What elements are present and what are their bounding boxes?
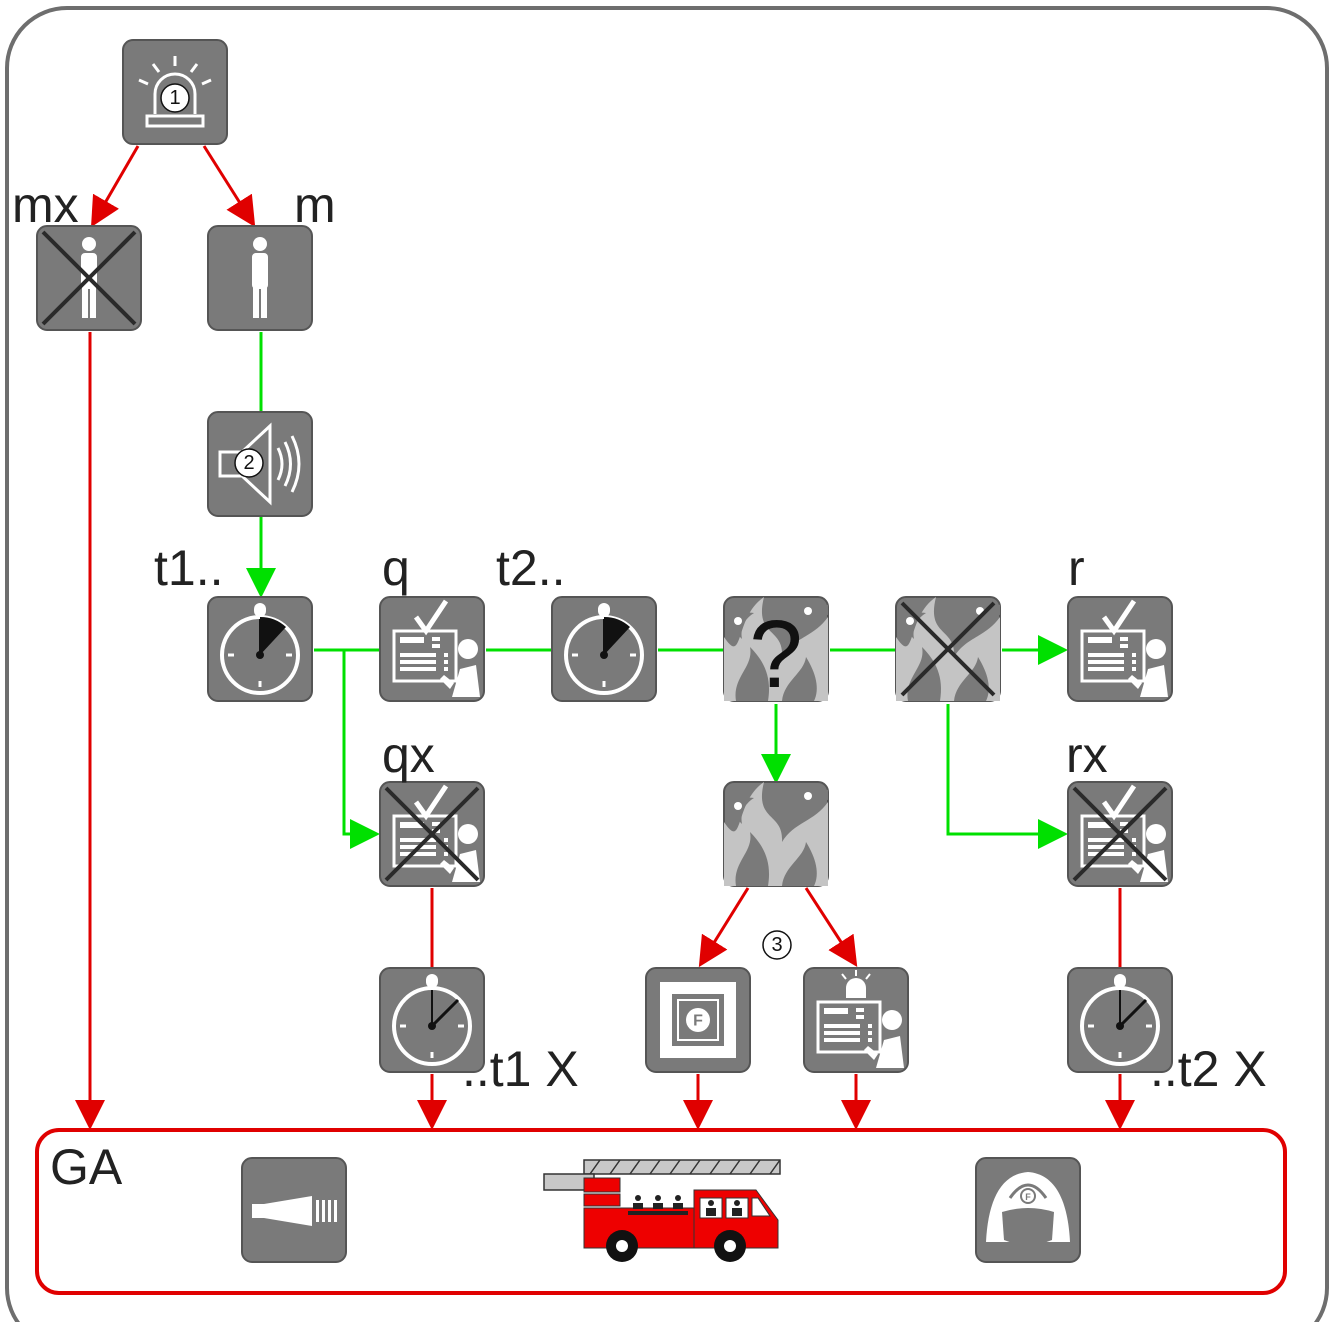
label-t2-end: ..t2 X <box>1150 1041 1267 1097</box>
firefighter-node: F <box>975 1157 1081 1263</box>
timer-t1-node <box>207 596 313 702</box>
fire-confirmed-node <box>723 781 829 887</box>
fire-panel-node: F <box>645 967 751 1073</box>
svg-text:F: F <box>693 1013 703 1030</box>
marker-1: 1 <box>160 83 190 113</box>
arrow-alarm-to-mx <box>90 145 140 228</box>
svg-text:?: ? <box>749 601 802 708</box>
no-reset-rx-node <box>1067 781 1173 887</box>
person-present-node <box>207 225 313 331</box>
label-r: r <box>1068 540 1085 596</box>
timeout-t1-node <box>379 967 485 1073</box>
fire-panel-icon: F <box>660 982 736 1058</box>
label-m: m <box>294 177 336 233</box>
svg-text:1: 1 <box>169 87 180 109</box>
ga-group-frame <box>35 1128 1287 1295</box>
person-icon <box>252 237 268 318</box>
outer-frame <box>5 6 1329 1322</box>
label-rx: rx <box>1066 727 1108 783</box>
fire-truck-icon <box>543 1159 781 1262</box>
firefighter-helmet-icon: F <box>986 1172 1070 1245</box>
no-fire-node <box>895 596 1001 702</box>
label-t2-start: t2.. <box>496 540 565 596</box>
arrow-t1-to-qx <box>342 650 380 849</box>
ack-q-node <box>379 596 485 702</box>
arrow-fire-to-alarmpanel <box>804 887 858 968</box>
svg-text:F: F <box>1025 1192 1031 1202</box>
explore-node: ? <box>723 596 829 708</box>
reset-r-node <box>1067 596 1173 702</box>
marker-3: 3 <box>762 930 792 960</box>
beacon-icon <box>138 56 212 128</box>
flame-question-icon: ? <box>724 597 828 708</box>
alarm-panel-node <box>803 967 909 1073</box>
panel-beacon-icon <box>816 970 906 1070</box>
label-t1-end: ..t1 X <box>462 1041 579 1097</box>
connectors <box>75 145 1135 1130</box>
label-t1-start: t1.. <box>154 540 223 596</box>
person-crossed-icon <box>41 230 137 326</box>
speaker-icon <box>218 422 301 506</box>
arrow-nofire-to-rx <box>946 704 1068 849</box>
horn-node <box>241 1157 347 1263</box>
label-ga: GA <box>50 1139 123 1195</box>
label-mx: mx <box>12 177 79 233</box>
no-ack-qx-node <box>379 781 485 887</box>
horn-icon <box>252 1196 337 1226</box>
svg-text:2: 2 <box>243 452 254 474</box>
label-q: q <box>382 540 410 596</box>
svg-text:3: 3 <box>771 934 782 956</box>
person-absent-node <box>36 225 142 331</box>
timer-t2-node <box>551 596 657 702</box>
label-qx: qx <box>382 727 435 783</box>
arrow-fire-to-panel <box>698 887 750 968</box>
marker-2: 2 <box>234 448 264 478</box>
arrow-alarm-to-m <box>202 145 256 228</box>
timeout-t2-node <box>1067 967 1173 1073</box>
